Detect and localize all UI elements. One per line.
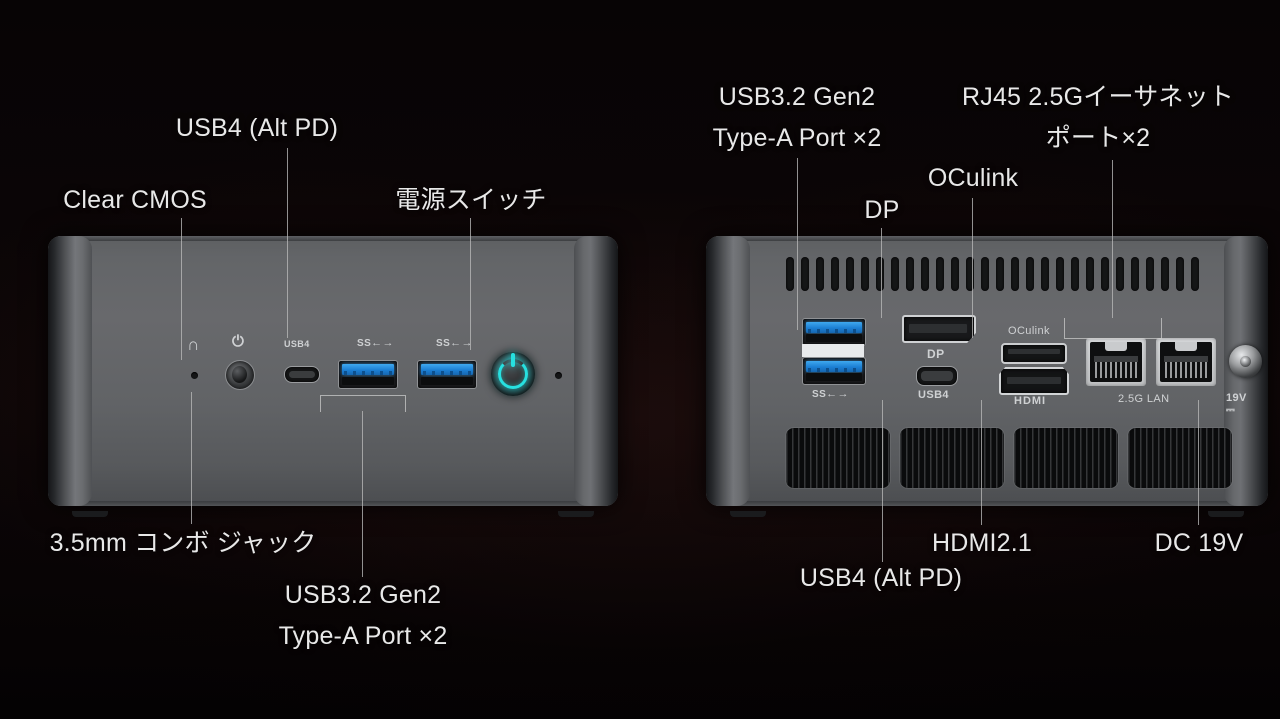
displayport-port[interactable] (902, 315, 976, 343)
callout-power-switch: 電源スイッチ (395, 186, 547, 214)
callout-usb4-front: USB4 (Alt PD) (175, 114, 339, 142)
callout-usb4-rear: USB4 (Alt PD) (799, 564, 963, 592)
callout-usb32-rear-line1: USB3.2 Gen2 (718, 83, 876, 111)
rear-bottom-vent-1 (786, 428, 890, 488)
rear-chassis-body: SS←→ DP USB4 OCulink HDMI (706, 236, 1268, 506)
rear-usb-a-divider (802, 344, 864, 357)
clear-cmos-pinhole[interactable] (191, 372, 198, 379)
rear-top-vent-row (786, 257, 1199, 293)
leader-dc19v (1198, 400, 1199, 525)
lan-port-label: 2.5G LAN (1118, 393, 1170, 405)
callout-rj45-line2: ポート×2 (1045, 124, 1151, 152)
dp-port-label: DP (927, 347, 945, 361)
headphone-icon: ∩ (187, 335, 200, 354)
microphone-icon: ⏻ (232, 333, 245, 350)
oculink-port-label: OCulink (1008, 325, 1050, 337)
front-foot-right (558, 511, 594, 517)
hdmi-port-label: HDMI (1014, 395, 1047, 407)
rear-usb4-type-c-port[interactable] (916, 366, 958, 386)
front-panel: ∩ ⏻ USB4 SS←→ SS←→ (92, 242, 574, 500)
leader-clear-cmos (181, 218, 182, 360)
front-chassis-body: ∩ ⏻ USB4 SS←→ SS←→ (48, 236, 618, 506)
brace-rear-lan (1064, 318, 1162, 339)
hdmi-port[interactable] (999, 367, 1069, 395)
callout-hdmi21: HDMI2.1 (931, 529, 1033, 557)
rear-bottom-bar (712, 501, 1262, 506)
callout-combo-jack: 3.5mm コンボ ジャック (49, 529, 317, 557)
leader-usb32-front (362, 411, 363, 577)
callout-usb32-front-line1: USB3.2 Gen2 (284, 581, 442, 609)
rear-chassis: SS←→ DP USB4 OCulink HDMI (706, 236, 1268, 517)
leader-dp (881, 228, 882, 318)
leader-usb32-rear (797, 158, 798, 330)
rear-bottom-vent-2 (900, 428, 1004, 488)
dc-jack-label: 19V ⎓ (1226, 392, 1247, 416)
leader-usb4-rear (882, 400, 883, 562)
leader-rj45 (1112, 160, 1113, 318)
usb-a-port-left[interactable] (338, 360, 398, 389)
status-led (555, 372, 562, 379)
leader-hdmi (981, 400, 982, 525)
brace-front-usb-a (320, 395, 406, 412)
rear-top-bar (712, 236, 1262, 241)
callout-rj45: RJ45 2.5Gイーサネット ポート×2 (928, 82, 1268, 154)
front-top-bar (54, 236, 612, 241)
power-icon (498, 353, 528, 389)
callout-oculink: OCulink (927, 164, 1019, 192)
front-chassis: ∩ ⏻ USB4 SS←→ SS←→ (48, 236, 618, 517)
callout-clear-cmos: Clear CMOS (63, 186, 207, 214)
callout-dp: DP (864, 196, 900, 224)
rear-foot-right (1208, 511, 1244, 517)
rear-usb4-label: USB4 (918, 389, 949, 401)
rear-usb-a-label: SS←→ (812, 388, 849, 400)
callout-usb32-rear: USB3.2 Gen2 Type-A Port ×2 (672, 82, 922, 154)
usb-a-right-label: SS←→ (436, 337, 473, 349)
rear-usb-a-top[interactable] (802, 318, 866, 346)
callout-usb32-front-line2: Type-A Port ×2 (278, 622, 448, 650)
usb4-port-label: USB4 (284, 339, 310, 349)
leader-power-switch (470, 218, 471, 350)
callout-dc19v: DC 19V (1154, 529, 1244, 557)
usb-a-left-label: SS←→ (357, 337, 394, 349)
leader-usb4-front (287, 148, 288, 338)
rj45-port-1[interactable] (1086, 338, 1146, 386)
audio-combo-jack[interactable] (225, 360, 255, 390)
callout-usb32-rear-line2: Type-A Port ×2 (712, 124, 882, 152)
leader-combo-jack (191, 392, 192, 524)
front-bottom-bar (54, 501, 612, 506)
oculink-port[interactable] (1001, 343, 1067, 364)
usb4-type-c-port[interactable] (284, 366, 320, 383)
usb-a-port-right[interactable] (417, 360, 477, 389)
rear-foot-left (730, 511, 766, 517)
front-left-cap (48, 236, 92, 506)
power-button[interactable] (491, 352, 535, 396)
dc-power-jack[interactable] (1229, 345, 1262, 378)
rear-bottom-vent-4 (1128, 428, 1232, 488)
front-foot-left (72, 511, 108, 517)
rear-bottom-vent-3 (1014, 428, 1118, 488)
front-right-cap (574, 236, 618, 506)
rj45-port-2[interactable] (1156, 338, 1216, 386)
callout-rj45-line1: RJ45 2.5Gイーサネット (961, 83, 1234, 111)
rear-panel: SS←→ DP USB4 OCulink HDMI (750, 242, 1262, 500)
leader-oculink (972, 198, 973, 338)
callout-usb32-front: USB3.2 Gen2 Type-A Port ×2 (232, 580, 494, 652)
rear-left-cap (706, 236, 750, 506)
rear-usb-a-bottom[interactable] (802, 357, 866, 385)
